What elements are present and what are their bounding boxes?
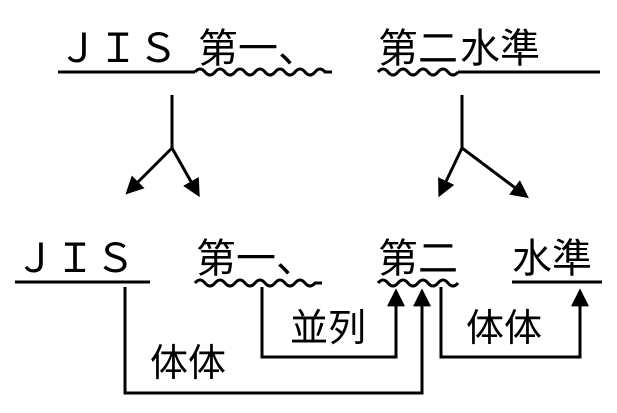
label-parallel: 並列 [290,306,366,350]
split-arrow-right [438,95,529,199]
bracket-parallel [260,287,405,359]
bottom-underline-wavy-second [376,278,460,288]
bottom-underline-wavy-first [193,278,322,288]
bracket-substantive-right [439,287,589,359]
bottom-first-text: 第一、 [196,236,316,282]
top-jis-text: ＪＩＳ [58,26,178,72]
bracket-substantive-left [123,287,431,395]
top-underline-wavy-second [376,67,460,77]
split-arrow-left [125,95,200,198]
bottom-second-text: 第二 [378,236,458,282]
bottom-level-text: 水準 [512,236,592,282]
top-underline-wavy-first [193,67,332,77]
top-first-text: 第一、 [198,26,318,72]
bottom-jis-text: ＪＩＳ [15,236,135,282]
label-substantive-left: 体体 [150,341,226,385]
top-level-text: 水準 [460,26,540,72]
label-substantive-right: 体体 [466,306,542,350]
top-second-text: 第二 [378,26,458,72]
